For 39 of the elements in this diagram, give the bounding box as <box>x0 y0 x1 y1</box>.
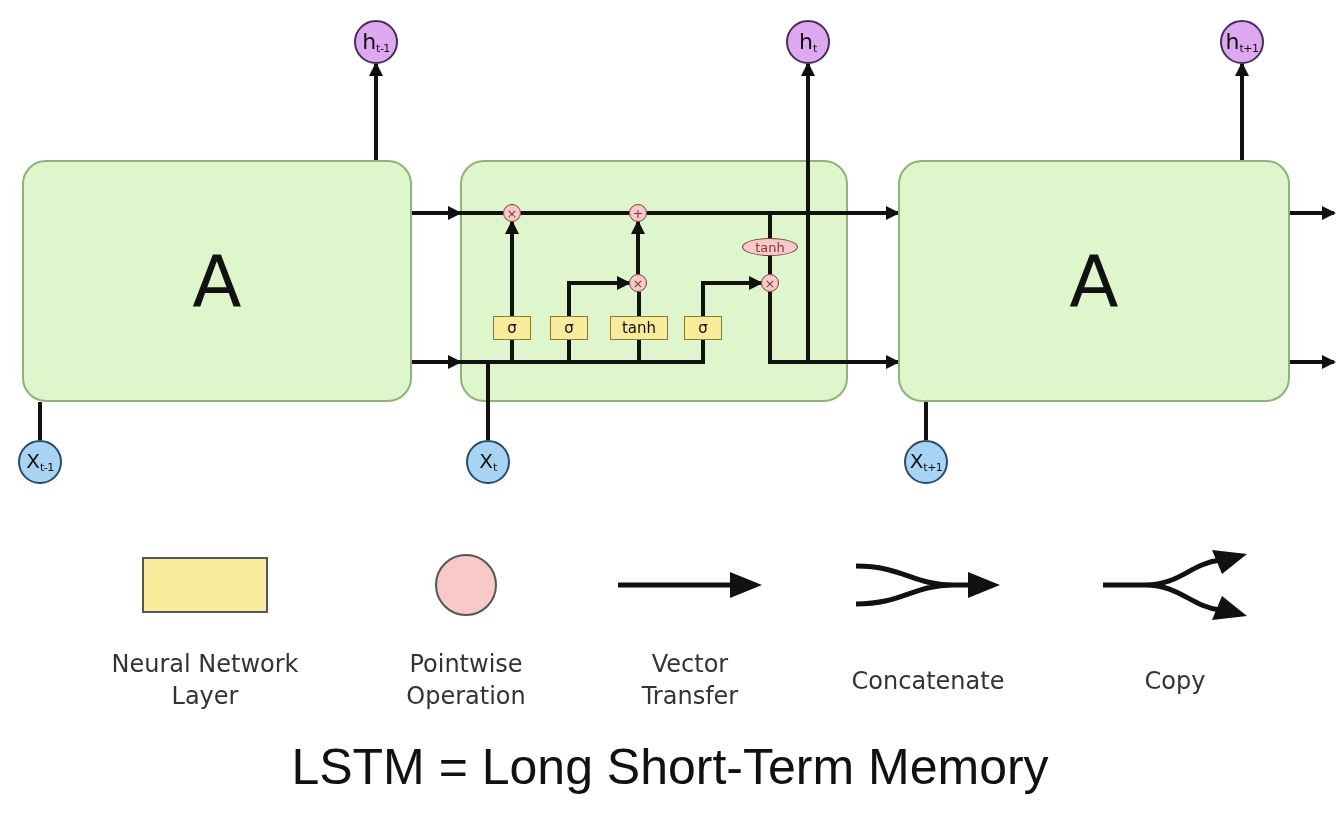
arrow <box>701 276 763 316</box>
operation-ellipse: tanh <box>742 238 798 256</box>
cell-box: A <box>898 160 1290 402</box>
operation-circle: × <box>761 274 779 292</box>
arrow <box>631 220 645 274</box>
caption: LSTM = Long Short-Term Memory <box>290 738 1050 796</box>
legend-text: Concatenate <box>850 666 1006 697</box>
operation-circle: + <box>629 204 647 222</box>
legend-text: Copy <box>1143 666 1207 697</box>
input-circle: X$_{t}$ <box>466 440 510 484</box>
operation-circle: × <box>629 274 647 292</box>
connector-line <box>521 211 629 215</box>
arrow <box>412 355 462 369</box>
operation-circle: × <box>503 204 521 222</box>
arrow <box>505 220 519 316</box>
cell-box <box>460 160 848 402</box>
legend-text: Vector Transfer <box>640 649 740 713</box>
layer-box: σ <box>684 316 722 340</box>
arrow <box>1290 206 1336 220</box>
layer-box: σ <box>493 316 531 340</box>
legend-text: Neural Network Layer <box>110 649 300 713</box>
input-circle: X$_{t+1}$ <box>904 440 948 484</box>
connector-line <box>768 256 772 274</box>
output-circle: h$_{t-1}$ <box>354 20 398 64</box>
cell-box: A <box>22 160 412 402</box>
output-circle: h$_{t+1}$ <box>1220 20 1264 64</box>
legend-text: Pointwise Operation <box>405 649 527 713</box>
output-circle: h$_{t}$ <box>786 20 830 64</box>
arrow <box>1235 62 1249 160</box>
layer-box: tanh <box>610 316 668 340</box>
arrow <box>1290 355 1336 369</box>
arrow <box>567 276 631 316</box>
input-circle: X$_{t-1}$ <box>18 440 62 484</box>
connector-line <box>38 402 42 440</box>
arrow <box>369 62 383 160</box>
arrow <box>412 206 462 220</box>
connector-line <box>637 292 641 316</box>
layer-box: σ <box>550 316 588 340</box>
connector-line <box>924 402 928 440</box>
